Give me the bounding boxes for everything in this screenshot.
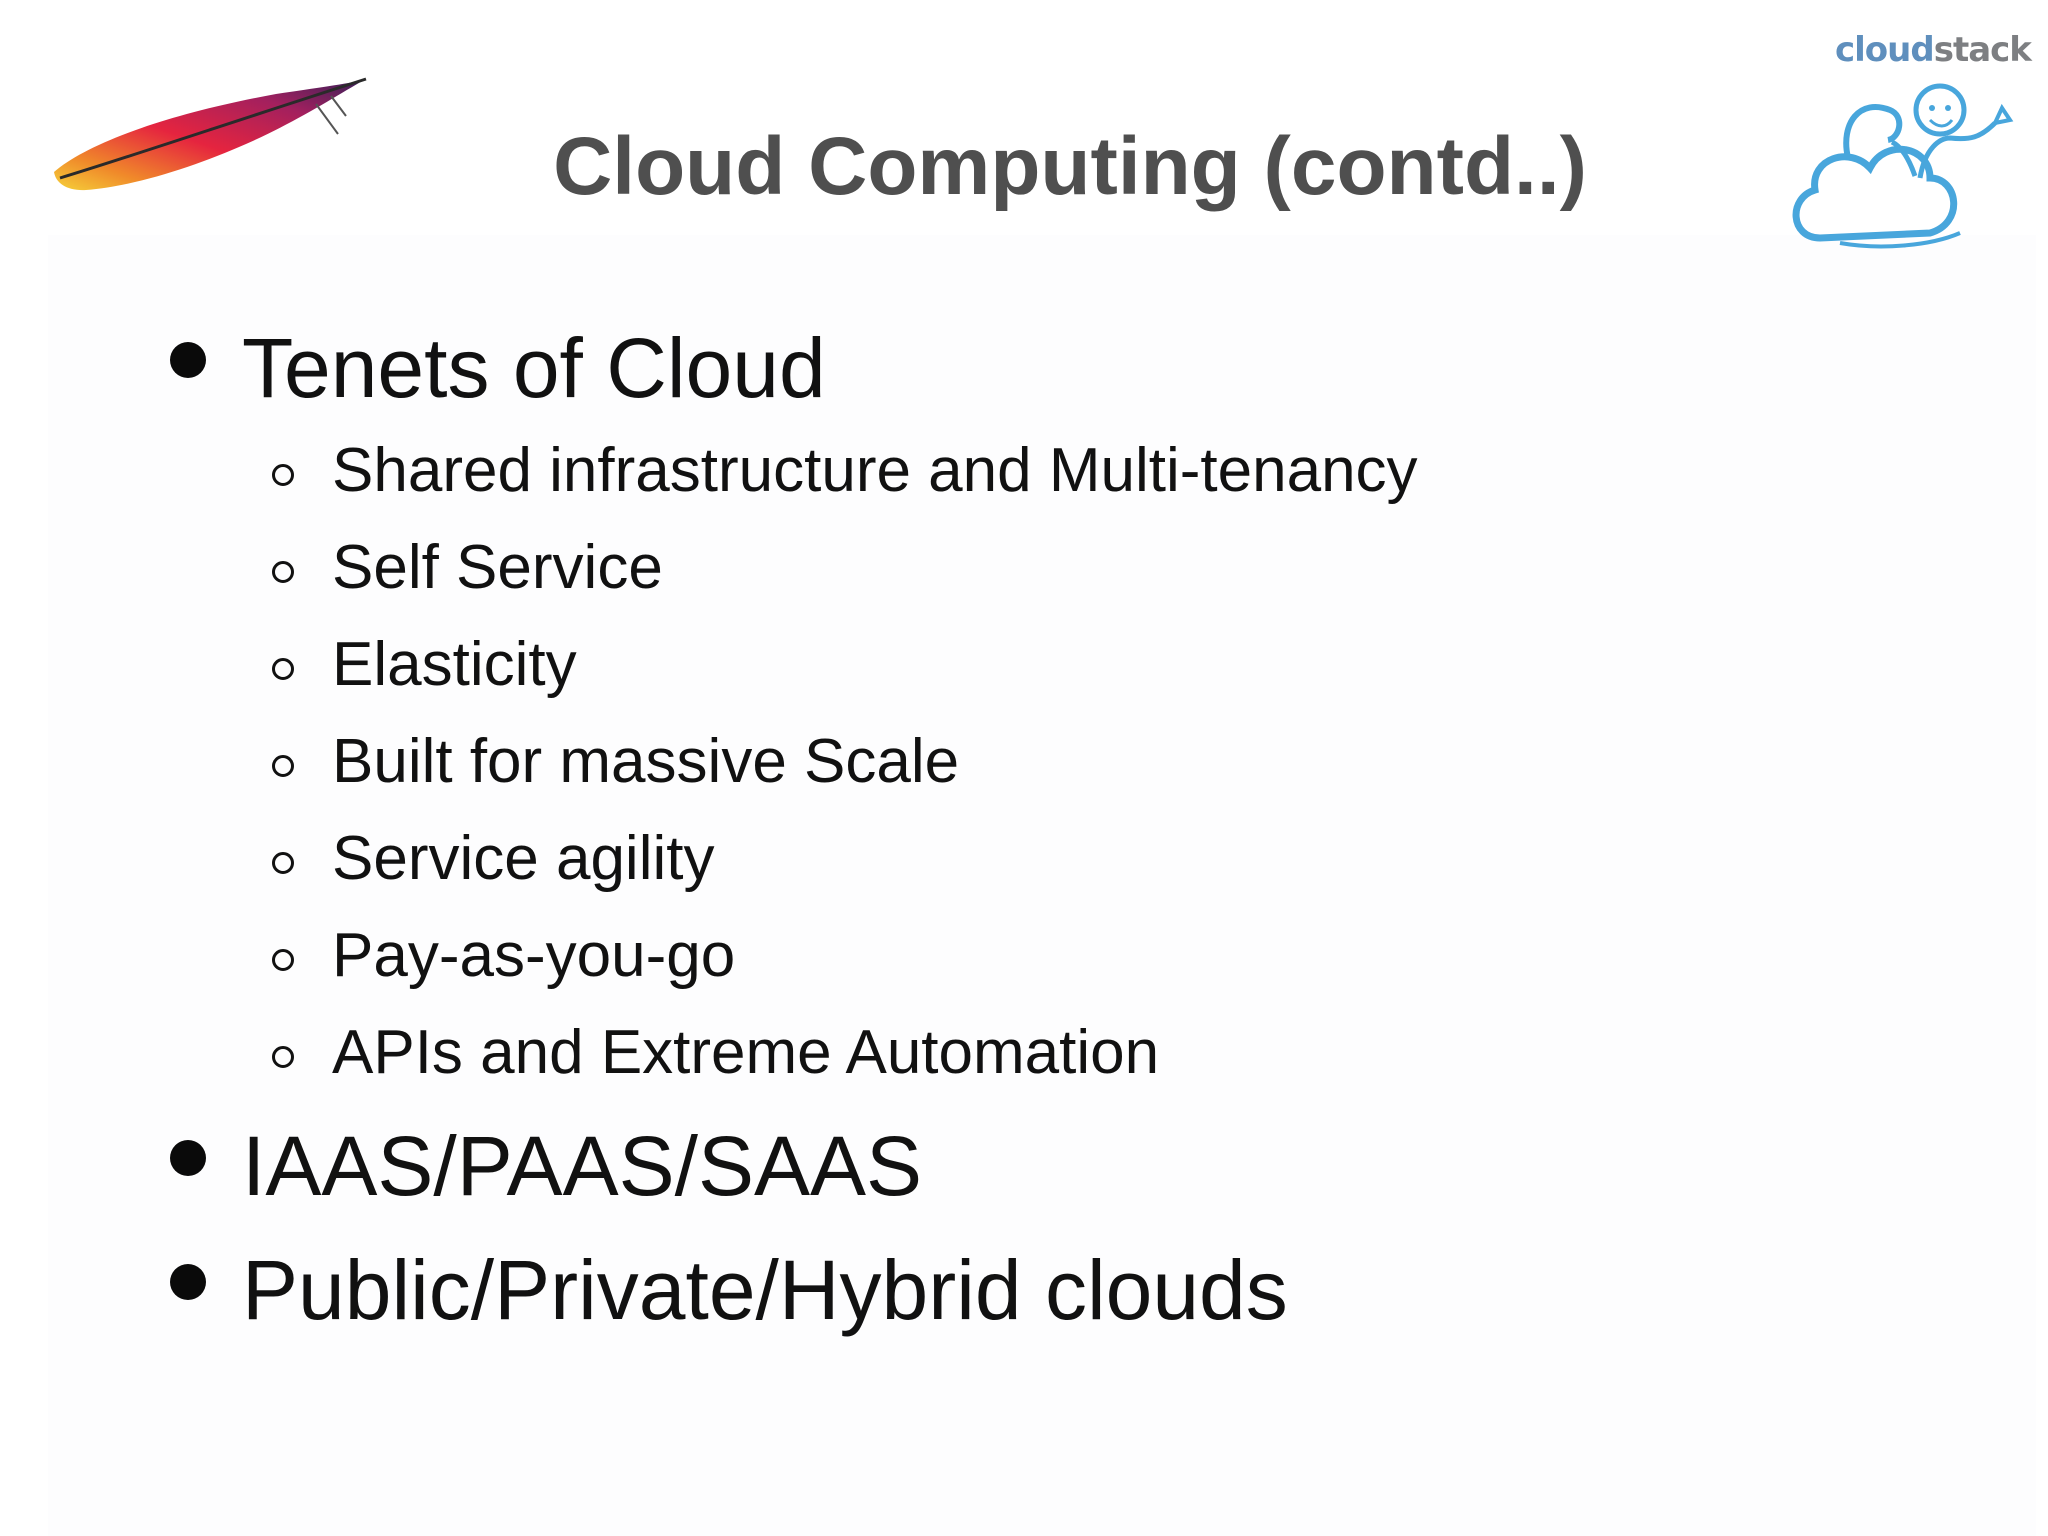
sub-bullet-text: Elasticity — [332, 630, 577, 699]
sub-bullet-text: Pay-as-you-go — [332, 921, 736, 990]
circle-bullet-icon — [272, 1046, 294, 1068]
sub-bullet-text: APIs and Extreme Automation — [332, 1018, 1160, 1087]
circle-bullet-icon — [272, 852, 294, 874]
circle-bullet-icon — [272, 561, 294, 583]
circle-bullet-icon — [272, 949, 294, 971]
sub-bullet-text: Built for massive Scale — [332, 727, 960, 796]
sub-bullet-text: Shared infrastructure and Multi-tenancy — [332, 436, 1418, 505]
bullet-text: Tenets of Cloud — [242, 321, 826, 415]
bullet-dot-icon — [170, 342, 206, 378]
bullet-dot-icon — [170, 1140, 206, 1176]
slide-title: Cloud Computing (contd..) — [553, 121, 1587, 212]
apache-feather-icon — [54, 77, 367, 191]
slide-background — [48, 0, 2036, 1536]
bullet-text: IAAS/PAAS/SAAS — [242, 1119, 923, 1213]
sub-bullet-text: Self Service — [332, 533, 663, 602]
bullet-dot-icon — [170, 1264, 206, 1300]
cloudstack-wordmark: cloudstack — [1835, 30, 2032, 70]
sub-bullet-text: Service agility — [332, 824, 715, 893]
slide-header-band — [48, 0, 2036, 235]
bullet-text: Public/Private/Hybrid clouds — [242, 1243, 1288, 1337]
circle-bullet-icon — [272, 755, 294, 777]
circle-bullet-icon — [272, 464, 294, 486]
cloudstack-monkey-cloud-icon — [1792, 83, 2014, 249]
circle-bullet-icon — [272, 658, 294, 680]
